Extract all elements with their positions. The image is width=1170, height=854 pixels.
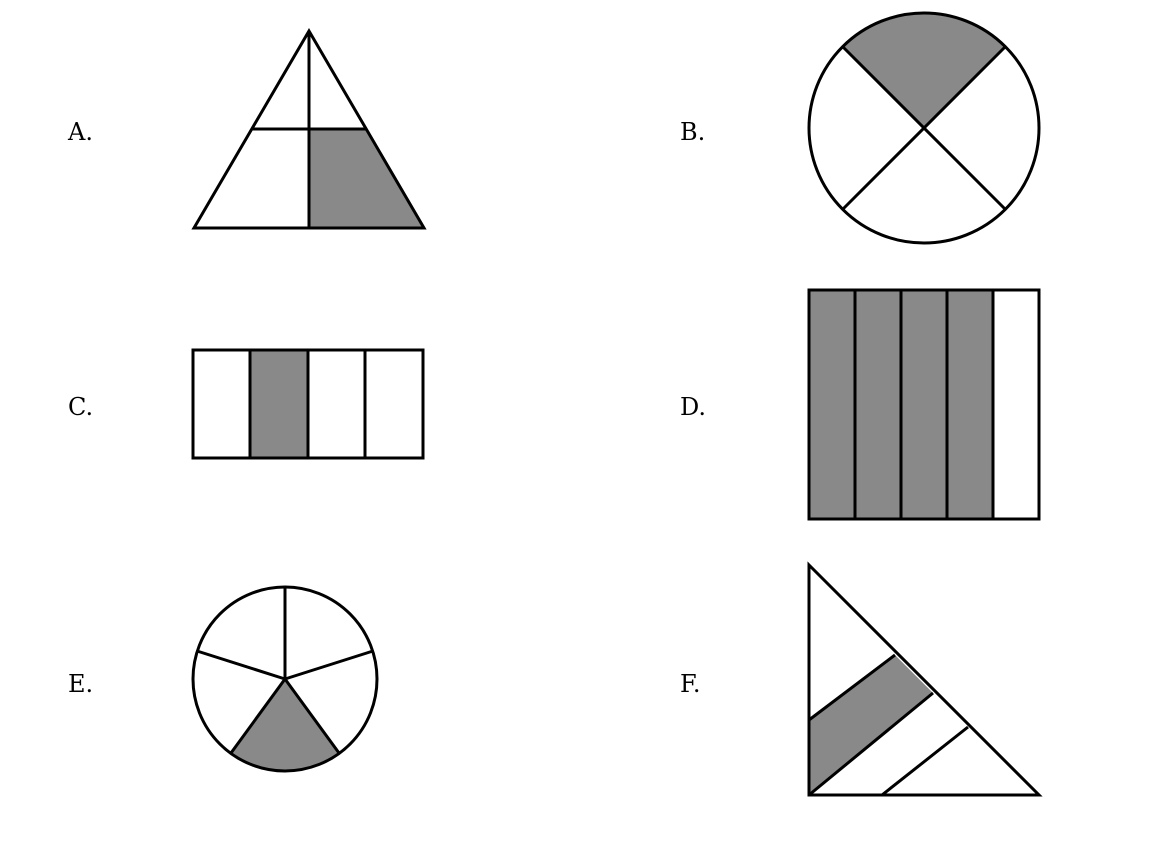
option-f-divider-2 (808, 691, 934, 797)
option-d-square-outline (807, 288, 1041, 521)
option-e-divider-3 (283, 678, 341, 754)
option-d[interactable]: D. (680, 288, 1041, 521)
option-e[interactable]: E. (68, 585, 379, 773)
option-a-triangle-figure (191, 28, 427, 230)
option-c-shaded-part (250, 350, 308, 458)
option-e-shaded-part (231, 679, 339, 771)
option-b-diagonal-divider-2 (841, 45, 1007, 211)
option-f-right-triangle-figure (807, 561, 1043, 797)
option-b-shaded-part (843, 13, 1005, 128)
option-f-label: F. (680, 670, 701, 698)
option-f-divider-1 (808, 653, 896, 722)
option-d-square-figure (807, 288, 1041, 521)
option-c[interactable]: C. (68, 348, 425, 460)
option-b-circle-outline (807, 11, 1041, 245)
option-d-label: D. (680, 393, 706, 421)
option-a-shaded-part (309, 129, 424, 228)
option-e-divider-4 (229, 678, 287, 754)
option-a-label: A. (67, 118, 93, 146)
option-e-label: E. (68, 670, 93, 698)
option-c-label: C. (68, 393, 93, 421)
option-a[interactable]: A. (67, 28, 427, 230)
option-f-shaded-part (809, 655, 933, 795)
option-e-divider-5 (196, 649, 286, 681)
option-b-label: B. (680, 118, 705, 146)
option-f[interactable]: F. (680, 561, 1043, 797)
option-f-triangle-outline (807, 561, 1043, 797)
option-b-circle-figure (807, 11, 1041, 245)
option-e-circle-figure (191, 585, 379, 773)
option-c-rectangle-figure (191, 348, 425, 460)
option-b[interactable]: B. (680, 11, 1041, 245)
option-e-divider-2 (284, 649, 374, 681)
option-f-divider-3 (881, 725, 969, 797)
